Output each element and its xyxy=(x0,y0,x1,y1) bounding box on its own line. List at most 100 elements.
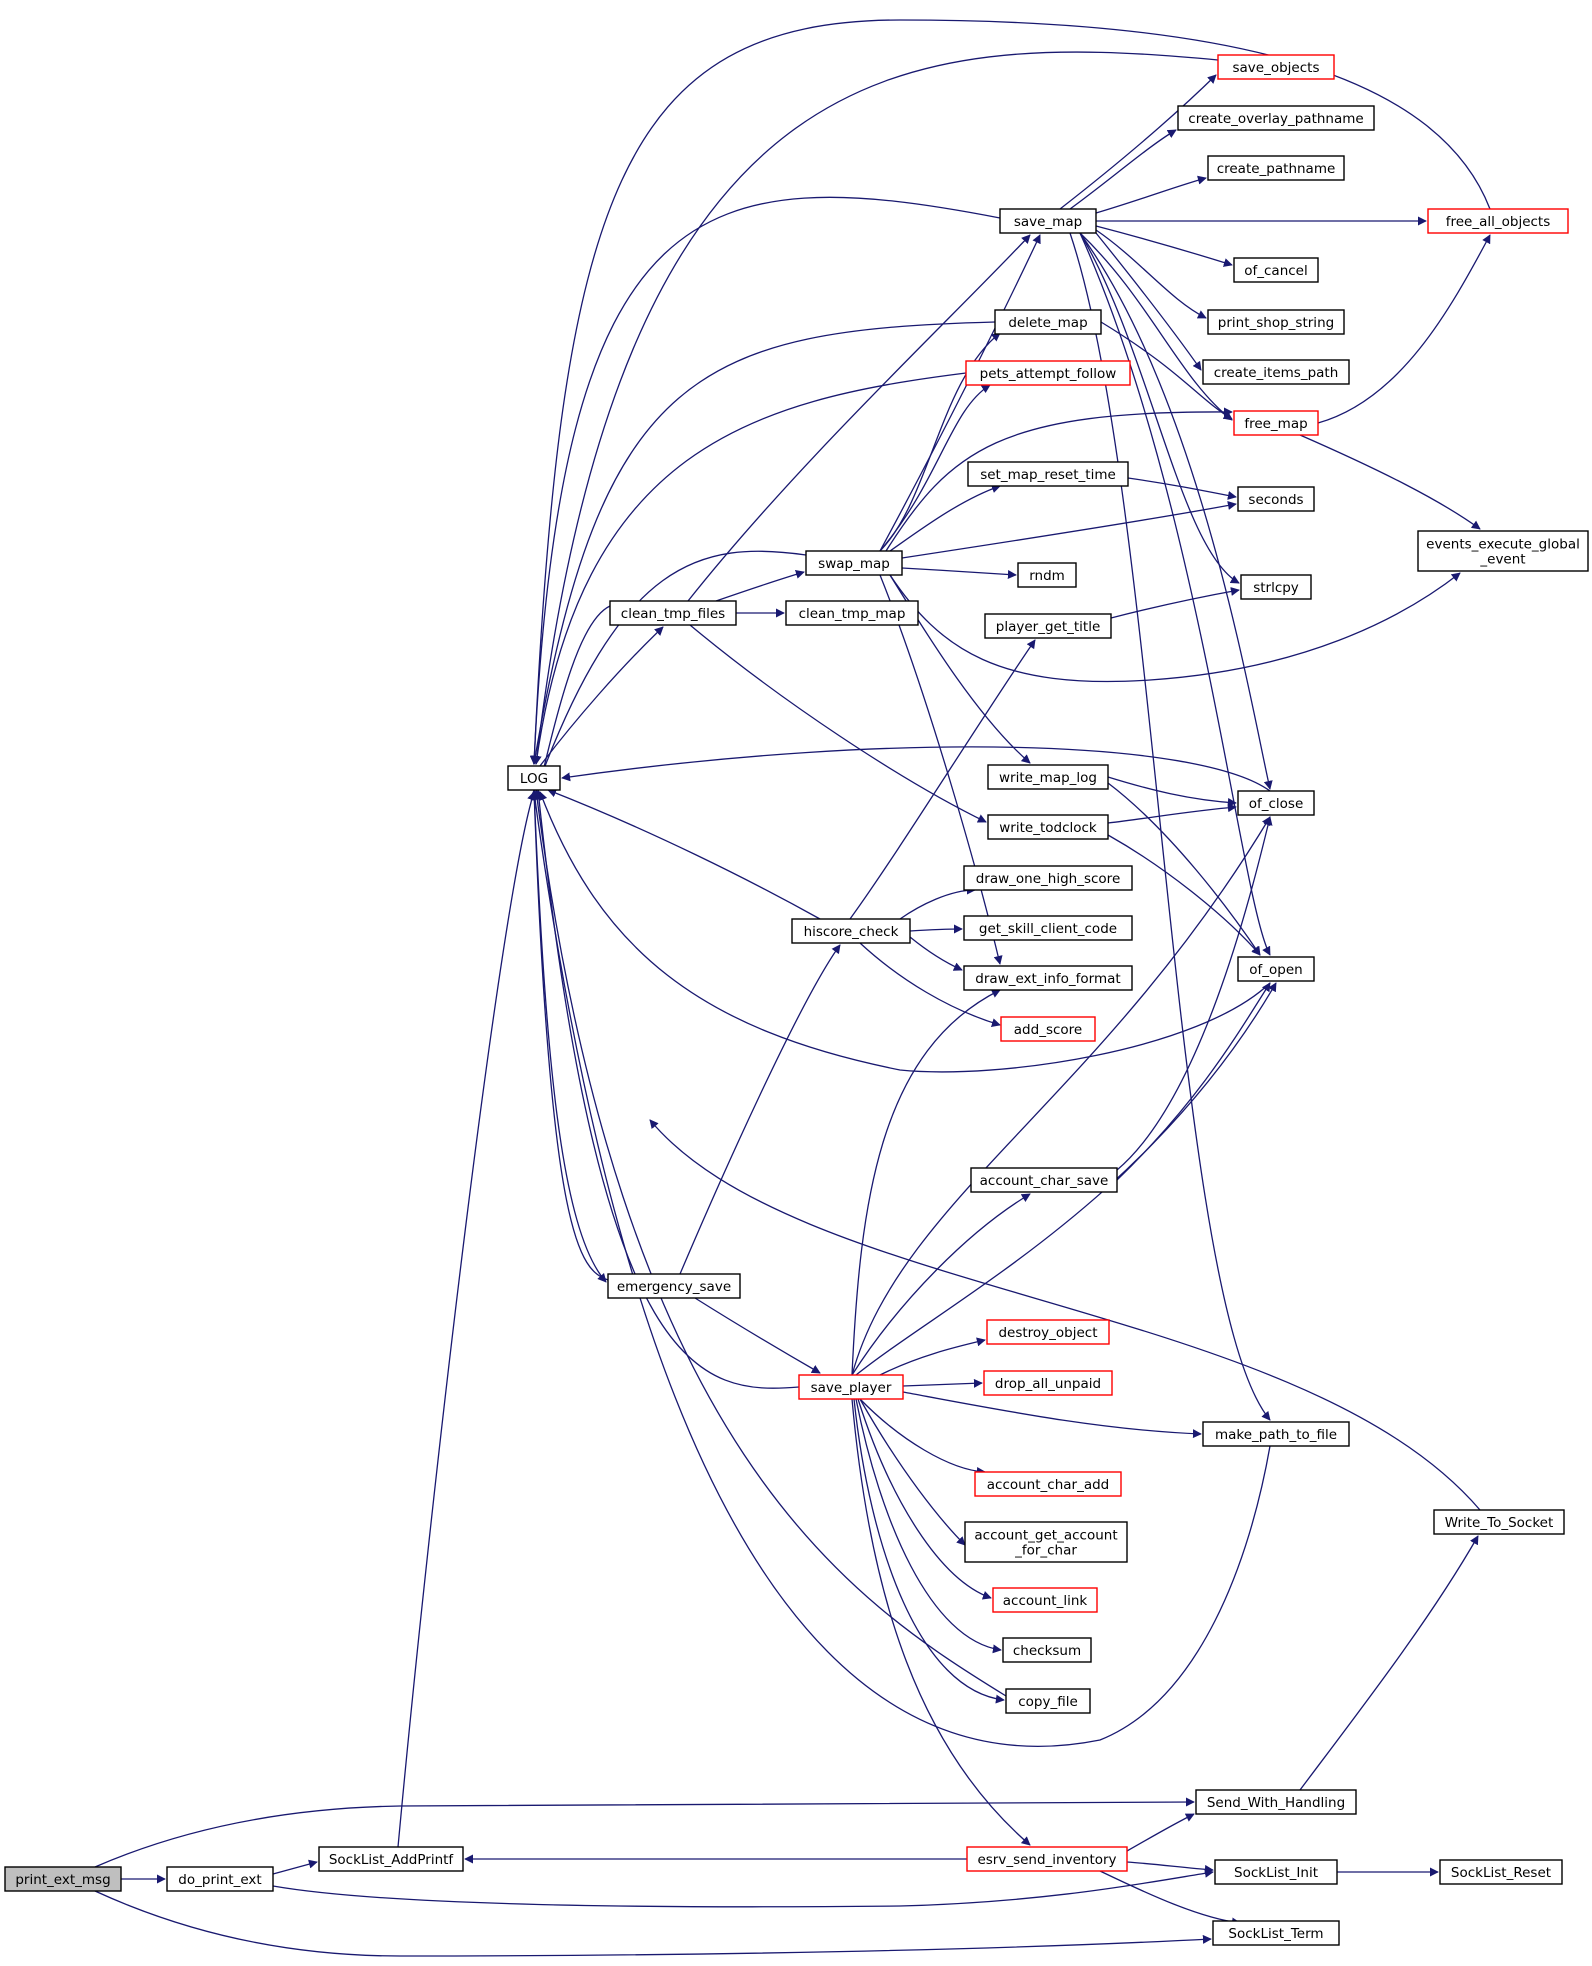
node-account_char_save[interactable]: account_char_save xyxy=(970,1167,1118,1193)
node-box-SockList_AddPrintf xyxy=(318,1846,464,1872)
node-box-seconds xyxy=(1237,486,1315,512)
node-account_link[interactable]: account_link xyxy=(992,1587,1098,1613)
node-label-create_items_path: create_items_path xyxy=(1214,365,1339,381)
node-print_shop_string[interactable]: print_shop_string xyxy=(1207,309,1345,335)
edge-save_player-to-draw_ext_info_format xyxy=(851,989,1001,1376)
node-player_get_title[interactable]: player_get_title xyxy=(984,613,1112,639)
node-draw_one_high_score[interactable]: draw_one_high_score xyxy=(963,865,1133,891)
node-of_open[interactable]: of_open xyxy=(1237,956,1315,982)
node-draw_ext_info_format[interactable]: draw_ext_info_format xyxy=(963,965,1133,991)
node-label-account_char_add: account_char_add xyxy=(987,1477,1110,1493)
node-save_player[interactable]: save_player xyxy=(798,1374,904,1400)
edge-save_map-to-of_close xyxy=(1079,232,1273,790)
node-label-strlcpy: strlcpy xyxy=(1253,580,1299,596)
node-label-pets_attempt_follow: pets_attempt_follow xyxy=(980,366,1117,382)
node-save_map[interactable]: save_map xyxy=(999,208,1097,234)
node-label-clean_tmp_map: clean_tmp_map xyxy=(799,606,906,622)
node-box-create_items_path xyxy=(1202,359,1350,385)
node-seconds[interactable]: seconds xyxy=(1237,486,1315,512)
node-box-hiscore_check xyxy=(791,918,911,944)
edge-save_map-to-print_shop_string xyxy=(1095,229,1207,319)
edge-save_map-to-strlcpy xyxy=(1079,232,1240,584)
node-rndm[interactable]: rndm xyxy=(1017,562,1077,588)
node-write_todclock[interactable]: write_todclock xyxy=(987,814,1109,840)
node-create_overlay_pathname[interactable]: create_overlay_pathname xyxy=(1177,105,1375,131)
node-SockList_Term[interactable]: SockList_Term xyxy=(1212,1920,1340,1946)
node-box-of_cancel xyxy=(1233,257,1319,283)
node-set_map_reset_time[interactable]: set_map_reset_time xyxy=(967,461,1129,487)
edge-save_player-to-of_close xyxy=(851,816,1271,1376)
node-write_map_log[interactable]: write_map_log xyxy=(987,764,1109,790)
node-box-do_print_ext xyxy=(166,1866,274,1892)
edge-clean_tmp_files-to-LOG xyxy=(536,605,611,789)
node-box-save_map xyxy=(999,208,1097,234)
node-destroy_object[interactable]: destroy_object xyxy=(986,1319,1110,1345)
node-box-Write_To_Socket xyxy=(1433,1509,1565,1535)
node-free_map[interactable]: free_map xyxy=(1233,410,1319,436)
node-delete_map[interactable]: delete_map xyxy=(994,309,1102,335)
node-free_all_objects[interactable]: free_all_objects xyxy=(1427,208,1569,234)
node-make_path_to_file[interactable]: make_path_to_file xyxy=(1202,1421,1350,1447)
node-do_print_ext[interactable]: do_print_ext xyxy=(166,1866,274,1892)
node-label-SockList_Term: SockList_Term xyxy=(1228,1926,1323,1942)
node-label-write_map_log: write_map_log xyxy=(999,770,1097,786)
edge-save_player-to-destroy_object xyxy=(879,1337,986,1376)
node-box-add_score xyxy=(1000,1016,1096,1042)
edge-delete_map-to-LOG xyxy=(530,321,996,765)
edge-swap_map-to-set_map_reset_time xyxy=(889,484,1001,552)
node-box-save_player xyxy=(798,1374,904,1400)
node-hiscore_check[interactable]: hiscore_check xyxy=(791,918,911,944)
node-box-print_shop_string xyxy=(1207,309,1345,335)
edge-hiscore_check-to-add_score xyxy=(859,942,1001,1027)
node-get_skill_client_code[interactable]: get_skill_client_code xyxy=(963,915,1133,941)
node-pets_attempt_follow[interactable]: pets_attempt_follow xyxy=(965,360,1131,386)
node-create_items_path[interactable]: create_items_path xyxy=(1202,359,1350,385)
node-LOG[interactable]: LOG xyxy=(507,765,561,791)
node-SockList_Init[interactable]: SockList_Init xyxy=(1214,1859,1338,1885)
node-label-player_get_title: player_get_title xyxy=(996,619,1101,635)
edge-save_map-to-create_pathname xyxy=(1095,175,1207,214)
node-label-add_score: add_score xyxy=(1014,1022,1082,1038)
node-of_cancel[interactable]: of_cancel xyxy=(1233,257,1319,283)
edge-pets_attempt_follow-to-LOG xyxy=(532,372,967,765)
node-SockList_AddPrintf[interactable]: SockList_AddPrintf xyxy=(318,1846,464,1872)
node-add_score[interactable]: add_score xyxy=(1000,1016,1096,1042)
node-save_objects[interactable]: save_objects xyxy=(1217,54,1335,80)
node-copy_file[interactable]: copy_file xyxy=(1005,1688,1091,1714)
node-SockList_Reset[interactable]: SockList_Reset xyxy=(1439,1859,1563,1885)
node-label-draw_ext_info_format: draw_ext_info_format xyxy=(975,971,1120,987)
node-box-create_overlay_pathname xyxy=(1177,105,1375,131)
node-drop_all_unpaid[interactable]: drop_all_unpaid xyxy=(983,1370,1113,1396)
node-account_char_add[interactable]: account_char_add xyxy=(974,1471,1122,1497)
node-esrv_send_inventory[interactable]: esrv_send_inventory xyxy=(966,1846,1128,1872)
edge-account_char_save-to-of_open xyxy=(1116,982,1271,1181)
node-account_get_account_for_char[interactable]: account_get_account_for_char xyxy=(964,1521,1128,1563)
node-box-draw_ext_info_format xyxy=(963,965,1133,991)
node-box-esrv_send_inventory xyxy=(966,1846,1128,1872)
node-of_close[interactable]: of_close xyxy=(1237,790,1315,816)
node-box-print_ext_msg xyxy=(4,1866,122,1892)
node-label-create_overlay_pathname: create_overlay_pathname xyxy=(1188,111,1363,127)
node-swap_map[interactable]: swap_map xyxy=(805,550,903,576)
node-Write_To_Socket[interactable]: Write_To_Socket xyxy=(1433,1509,1565,1535)
edge-write_map_log-to-of_close xyxy=(1107,776,1237,807)
node-create_pathname[interactable]: create_pathname xyxy=(1207,155,1345,181)
node-box-Send_With_Handling xyxy=(1195,1789,1357,1815)
node-Send_With_Handling[interactable]: Send_With_Handling xyxy=(1195,1789,1357,1815)
node-clean_tmp_files[interactable]: clean_tmp_files xyxy=(609,600,737,626)
edge-save_player-to-esrv_send_inventory xyxy=(851,1398,1031,1846)
node-label-save_player: save_player xyxy=(811,1380,892,1396)
edge-SockList_AddPrintf-to-LOG xyxy=(397,791,536,1848)
node-checksum[interactable]: checksum xyxy=(1002,1637,1092,1663)
node-strlcpy[interactable]: strlcpy xyxy=(1240,574,1312,600)
node-events_execute_global_event[interactable]: events_execute_global_event xyxy=(1417,530,1589,572)
node-label-Send_With_Handling: Send_With_Handling xyxy=(1207,1795,1345,1811)
node-clean_tmp_map[interactable]: clean_tmp_map xyxy=(785,600,919,626)
edge-hiscore_check-to-draw_ext_info_format xyxy=(909,936,963,971)
node-print_ext_msg[interactable]: print_ext_msg xyxy=(4,1866,122,1892)
node-label-account_get_account_for_char-line-2: _for_char xyxy=(1014,1543,1077,1559)
node-emergency_save[interactable]: emergency_save xyxy=(607,1273,741,1299)
node-box-swap_map xyxy=(805,550,903,576)
node-label-clean_tmp_files: clean_tmp_files xyxy=(621,606,725,622)
edge-swap_map-to-write_map_log xyxy=(889,574,1031,764)
